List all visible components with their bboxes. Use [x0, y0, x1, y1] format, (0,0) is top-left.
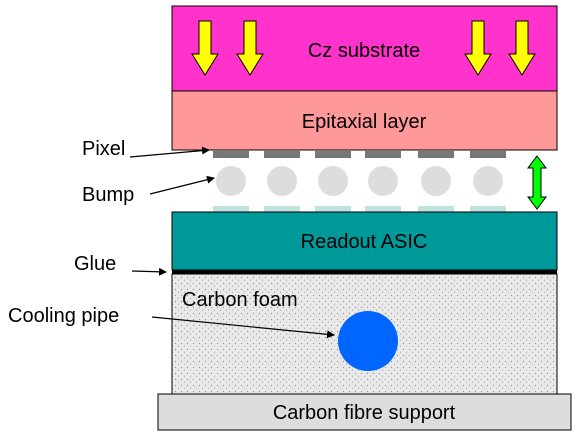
bump-callout-label: Bump — [82, 184, 134, 206]
pixel-pad — [213, 150, 249, 158]
epitaxial-layer: Epitaxial layer — [171, 90, 558, 151]
pixel-pad — [418, 150, 454, 158]
bump — [267, 166, 297, 196]
asic-pad — [418, 206, 454, 212]
cooling-pipe — [338, 311, 398, 371]
yellow-arrow-4 — [508, 20, 536, 76]
pixel-callout-line — [129, 146, 210, 158]
asic-pad — [213, 206, 249, 212]
epitaxial-layer-box — [171, 90, 558, 151]
green-double-arrow-icon — [527, 155, 547, 210]
bump — [421, 166, 451, 196]
cz-substrate-layer: Cz substrate — [171, 5, 558, 92]
cz-substrate-label: Cz substrate — [308, 40, 420, 62]
cooling-pipe-callout-line — [151, 316, 335, 339]
cz-substrate-box — [171, 5, 558, 92]
callouts: Pixel Bump Glue Cooling pipe — [8, 138, 335, 339]
cooling-pipe-callout-label: Cooling pipe — [8, 305, 119, 327]
yellow-arrow-3 — [464, 20, 492, 76]
readout-asic-label: Readout ASIC — [301, 231, 428, 253]
carbon-fibre-support-layer: Carbon fibre support — [157, 393, 572, 431]
bump — [473, 166, 503, 196]
bump — [216, 166, 246, 196]
yellow-arrows — [191, 20, 536, 76]
carbon-fibre-support-box — [157, 393, 572, 431]
yellow-arrow-1 — [191, 20, 219, 76]
bump-callout-line — [149, 175, 215, 195]
asic-pad — [264, 206, 300, 212]
asic-pad — [315, 206, 351, 212]
yellow-arrow-2 — [236, 20, 264, 76]
pixel-callout-label: Pixel — [82, 138, 125, 160]
asic-pad-row — [213, 206, 506, 212]
bump — [318, 166, 348, 196]
epitaxial-layer-label: Epitaxial layer — [302, 111, 427, 133]
carbon-fibre-support-label: Carbon fibre support — [273, 402, 456, 424]
pixel-pad — [264, 150, 300, 158]
readout-asic-layer: Readout ASIC — [171, 211, 558, 271]
asic-pad — [470, 206, 506, 212]
glue-callout-line — [131, 267, 167, 276]
pixel-pad — [365, 150, 401, 158]
glue-line — [172, 270, 557, 274]
pixel-pad — [315, 150, 351, 158]
pixel-row — [213, 150, 506, 158]
bump — [368, 166, 398, 196]
pixel-pad — [470, 150, 506, 158]
readout-asic-box — [171, 211, 558, 271]
carbon-foam-label: Carbon foam — [182, 289, 298, 311]
glue-callout-label: Glue — [74, 253, 116, 275]
carbon-foam-layer: Carbon foam — [171, 273, 558, 395]
bump-row — [216, 166, 503, 196]
asic-pad — [365, 206, 401, 212]
